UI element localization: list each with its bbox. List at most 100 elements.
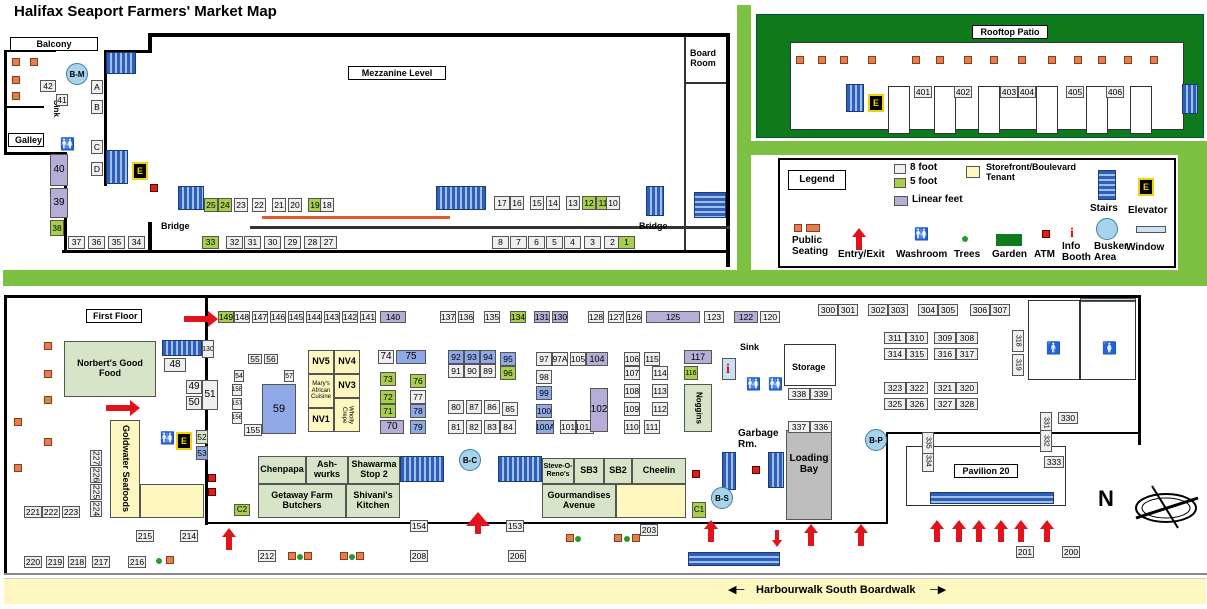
noggins: Noggins (684, 384, 712, 432)
stall-letter: A (91, 80, 103, 94)
entry-exit-arrow (952, 520, 966, 542)
stall-letter: D (91, 162, 103, 176)
stall-325: 325 (884, 398, 906, 410)
stall-402: 402 (954, 86, 972, 98)
elevator-icon: E (868, 94, 884, 112)
stall-221: 221 (24, 506, 42, 518)
stall-405: 405 (1066, 86, 1084, 98)
stairs-icon (162, 340, 202, 356)
stall-201: 201 (1016, 546, 1034, 558)
sb3: SB3 (574, 458, 604, 484)
stall-219: 219 (46, 556, 64, 568)
stall-321: 321 (934, 382, 956, 394)
stall-86: 86 (484, 400, 500, 414)
stall-134: 134 (510, 311, 526, 323)
stall-140: 140 (380, 311, 406, 323)
busker-area-bc: B-C (459, 449, 481, 471)
stall-137: 137 (440, 311, 456, 323)
stall-25: 25 (204, 198, 218, 212)
first-floor-label: First Floor (86, 309, 142, 323)
wholly-crepe: Wholly Crepe (334, 398, 360, 432)
stall-226: 226 (90, 467, 102, 483)
stall-114: 114 (652, 366, 668, 380)
stall-77: 77 (410, 390, 426, 404)
stall-148: 148 (234, 311, 250, 323)
stall-143: 143 (324, 311, 340, 323)
window-strip (930, 492, 1054, 504)
bridge-left-label: Bridge (161, 221, 190, 231)
stall-13: 13 (566, 196, 580, 210)
entry-exit-arrow (930, 520, 944, 542)
stall-144: 144 (306, 311, 322, 323)
boardwalk-band (4, 578, 1206, 604)
stall-76: 76 (410, 374, 426, 388)
stall-98: 98 (536, 370, 552, 384)
stall-84: 84 (500, 420, 516, 434)
info-icon: i (1070, 226, 1074, 241)
entry-exit-arrow (1040, 520, 1054, 542)
stall-216: 216 (128, 556, 146, 568)
stall-225: 225 (90, 484, 102, 500)
rooftop-label: Rooftop Patio (972, 25, 1048, 39)
loading-bay: Loading Bay (789, 453, 829, 475)
nv1: NV1 (308, 408, 334, 432)
stall-91: 91 (448, 364, 464, 378)
washroom-icon: 🚺 (1102, 341, 1117, 355)
stall-154: 154 (410, 520, 428, 532)
stall-135: 135 (484, 311, 500, 323)
legend-busker-area: Busker Area (1094, 241, 1128, 263)
stall-123: 123 (704, 311, 724, 323)
stall-404: 404 (1018, 86, 1036, 98)
sink-label: Sink (52, 100, 61, 117)
stall-157: 157 (232, 398, 242, 410)
legend-public-seating: Public Seating (792, 235, 829, 257)
stall-127: 127 (608, 311, 624, 323)
legend-info-booth: Info Booth (1062, 241, 1091, 263)
entry-exit-arrow (994, 520, 1008, 542)
stall-206: 206 (508, 550, 526, 562)
stall-406: 406 (1106, 86, 1124, 98)
stall-333: 333 (1044, 456, 1064, 468)
stall-111: 111 (644, 420, 660, 434)
stall-16: 16 (510, 196, 524, 210)
c2-stall: C2 (234, 504, 250, 516)
legend-five-foot: 5 foot (910, 176, 938, 187)
stairs-icon (768, 452, 784, 488)
norberts-good-food: Norbert's Good Food (64, 341, 156, 397)
elevator-icon: E (132, 162, 148, 180)
stall-29: 29 (284, 236, 301, 249)
stall-310: 310 (906, 332, 928, 344)
stall-37: 37 (68, 236, 85, 249)
steve-o-renos: Steve-O-Reno's (542, 458, 574, 484)
sb2: SB2 (604, 458, 632, 484)
stall-95: 95 (500, 352, 516, 366)
elevator-icon: E (176, 432, 192, 450)
c1-stall: C1 (692, 502, 706, 518)
entry-exit-arrow (1014, 520, 1028, 542)
stall-73: 73 (380, 372, 396, 386)
svg-text:N: N (1098, 486, 1114, 511)
stall-97A: 97A (552, 352, 568, 366)
stall-128: 128 (588, 311, 604, 323)
stall-316: 316 (934, 348, 956, 360)
entry-exit-arrow (854, 524, 868, 546)
stall-79: 79 (410, 420, 426, 434)
stall-94: 94 (480, 350, 496, 364)
stall-23: 23 (234, 198, 248, 212)
stall-218: 218 (68, 556, 86, 568)
legend-entry-exit: Entry/Exit (838, 249, 885, 260)
stall-125: 125 (646, 311, 700, 323)
stall-326: 326 (906, 398, 928, 410)
stall-115: 115 (644, 352, 660, 366)
stall-302: 302 (868, 304, 888, 316)
stall-27: 27 (320, 236, 337, 249)
legend-window: Window (1126, 242, 1165, 253)
stall-112: 112 (652, 402, 668, 416)
stall-141: 141 (360, 311, 376, 323)
stairs-icon (178, 186, 204, 210)
stall-99: 99 (536, 386, 552, 400)
storage-label: Storage (792, 362, 826, 372)
stall-89: 89 (480, 364, 496, 378)
stall-113: 113 (652, 384, 668, 398)
